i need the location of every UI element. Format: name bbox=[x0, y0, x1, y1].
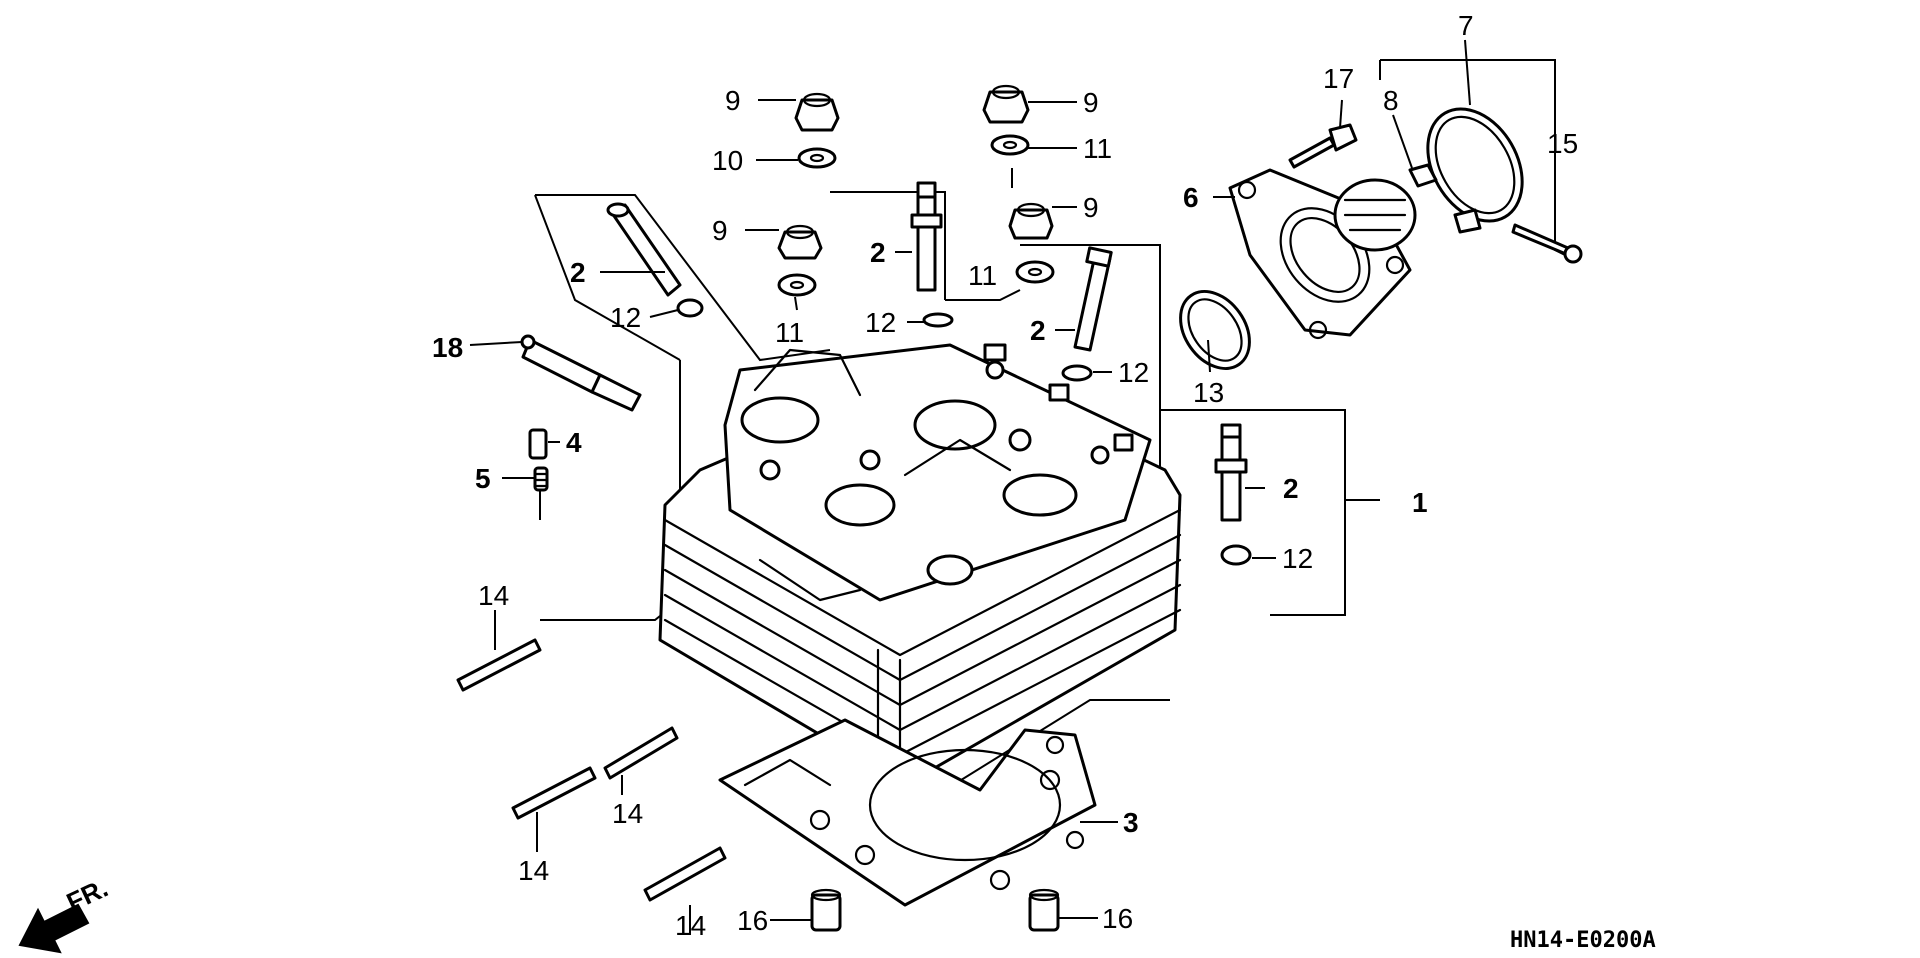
callout-12: 12 bbox=[1282, 543, 1313, 574]
o-rings bbox=[676, 298, 1252, 566]
bolt-17 bbox=[1288, 123, 1358, 169]
callout-16: 16 bbox=[737, 905, 768, 936]
valve-guide-center bbox=[910, 181, 943, 292]
callout-17: 17 bbox=[1323, 63, 1354, 94]
callout-2: 2 bbox=[570, 257, 586, 288]
callout-9: 9 bbox=[1083, 87, 1099, 118]
cylinder-head-gasket bbox=[718, 718, 1097, 907]
front-arrow-icon bbox=[18, 903, 90, 954]
diagram-code: HN14-E0200A bbox=[1510, 928, 1656, 953]
leader-lines bbox=[469, 39, 1471, 935]
callout-9: 9 bbox=[1083, 192, 1099, 223]
callout-7: 7 bbox=[1458, 10, 1474, 41]
callout-14: 14 bbox=[478, 580, 509, 611]
cylinder-head bbox=[658, 343, 1182, 787]
valve-guide-right bbox=[1073, 246, 1113, 352]
callout-6: 6 bbox=[1183, 182, 1199, 213]
intake-manifold bbox=[1228, 168, 1417, 340]
callout-3: 3 bbox=[1123, 807, 1139, 838]
callout-1: 1 bbox=[1412, 487, 1428, 518]
callout-11: 11 bbox=[1083, 133, 1112, 164]
callout-2: 2 bbox=[870, 237, 886, 268]
callout-2: 2 bbox=[1283, 473, 1299, 504]
dowel-pin-4 bbox=[528, 428, 548, 460]
spark-plug bbox=[520, 334, 642, 412]
callout-14: 14 bbox=[518, 855, 549, 886]
callout-9: 9 bbox=[712, 215, 728, 246]
callout-5: 5 bbox=[475, 463, 491, 494]
callout-15: 15 bbox=[1547, 128, 1578, 159]
callout-13: 13 bbox=[1193, 377, 1224, 408]
insulator-band bbox=[1426, 107, 1524, 234]
dowel-pins-16 bbox=[810, 888, 1060, 932]
callout-12: 12 bbox=[610, 302, 641, 333]
valve-guide-lower-right bbox=[1214, 423, 1248, 522]
valve-guide-left bbox=[606, 202, 682, 297]
callout-10: 10 bbox=[712, 145, 743, 176]
stud-bolts bbox=[456, 638, 727, 902]
callout-2: 2 bbox=[1030, 315, 1046, 346]
front-direction-indicator: FR. bbox=[18, 873, 113, 954]
callout-12: 12 bbox=[1118, 357, 1149, 388]
callout-12: 12 bbox=[865, 307, 896, 338]
pin-5 bbox=[533, 466, 549, 492]
flange-nuts-and-washers bbox=[777, 84, 1055, 297]
callout-labels: 1 2 2 2 2 3 4 5 6 7 8 9 9 9 9 10 11 11 1… bbox=[432, 10, 1578, 941]
callout-9: 9 bbox=[725, 85, 741, 116]
screw-15 bbox=[1511, 223, 1583, 264]
callout-8: 8 bbox=[1383, 85, 1399, 116]
band-nut bbox=[1408, 163, 1438, 188]
intake-manifold-gasket bbox=[1179, 290, 1251, 370]
callout-14: 14 bbox=[675, 910, 706, 941]
callout-18: 18 bbox=[432, 332, 463, 363]
callout-11: 11 bbox=[968, 260, 997, 291]
callout-4: 4 bbox=[566, 427, 582, 458]
callout-11: 11 bbox=[775, 317, 804, 348]
callout-16: 16 bbox=[1102, 903, 1133, 934]
callout-14: 14 bbox=[612, 798, 643, 829]
